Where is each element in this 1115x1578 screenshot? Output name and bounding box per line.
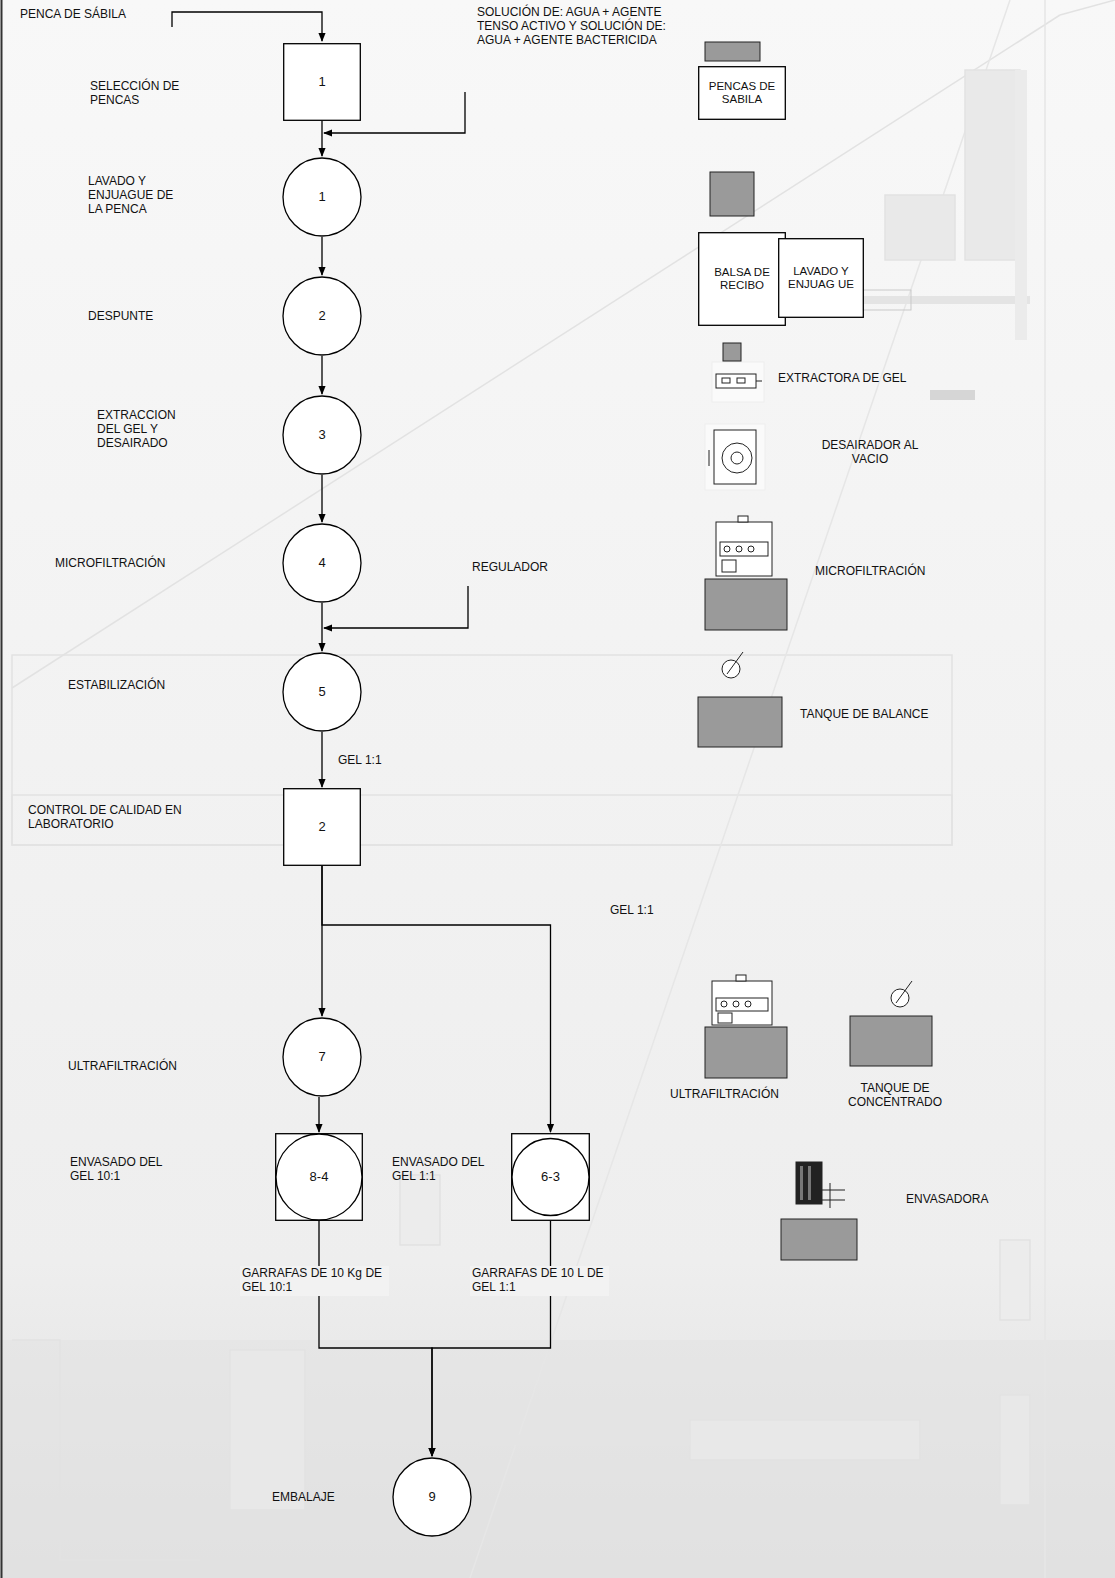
decor-lines [12, 0, 1115, 1578]
circle-outline [276, 1134, 362, 1220]
flow-arrow [321, 237, 322, 275]
flow-note: REGULADOR [472, 561, 592, 575]
step-number: 1 [318, 75, 325, 90]
step-label: ULTRAFILTRACIÓN [68, 1060, 218, 1074]
inspection-box: CONTROL DE CALIDAD EN LABORATORIO2 [283, 788, 361, 866]
flow-arrow [321, 603, 322, 651]
equipment-name: EXTRACTORA DE GEL [778, 372, 928, 386]
combined-operation: ENVASADO DEL GEL 10:18-4 [275, 1133, 363, 1221]
deaerator-icon [705, 424, 765, 490]
concentrate-tank-icon [850, 981, 932, 1066]
equipment-name: MICROFILTRACIÓN [815, 565, 965, 579]
step-label: MICROFILTRACIÓN [55, 557, 195, 571]
background-band [0, 1340, 1115, 1578]
extractor-icon [712, 343, 764, 402]
flow-arrow [318, 1097, 319, 1132]
input-lines [172, 12, 468, 628]
operation-circle: ULTRAFILTRACIÓN7 [282, 1017, 362, 1097]
circle-outline [283, 653, 361, 731]
flow-arrow [321, 475, 322, 522]
step-label: ENVASADO DEL GEL 10:1 [70, 1156, 178, 1184]
step-number: 8-4 [310, 1170, 329, 1185]
operation-circle: EXTRACCION DEL GEL Y DESAIRADO3 [282, 395, 362, 475]
step-number: 6-3 [541, 1170, 560, 1185]
page-border [1, 0, 3, 1578]
equipment-box: BALSA DE RECIBO [698, 232, 786, 326]
square-outline [276, 1134, 363, 1221]
rect-outline [699, 67, 786, 120]
flow-arrow [321, 356, 322, 394]
step-label: EXTRACCION DEL GEL Y DESAIRADO [97, 409, 192, 450]
inspection-box: SELECCIÓN DE PENCAS1 [283, 43, 361, 121]
flow-note: GARRAFAS DE 10 L DE GEL 1:1 [470, 1266, 609, 1296]
equipment-label: BALSA DE RECIBO [698, 263, 786, 295]
step-number: 5 [318, 685, 325, 700]
equipment-icons [698, 42, 932, 1260]
balance-tank-icon [698, 652, 782, 747]
circle-outline [283, 396, 361, 474]
flow-note: PENCA DE SÁBILA [20, 8, 170, 22]
square-outline [512, 1134, 590, 1221]
circle-outline [393, 1458, 471, 1536]
step-number: 1 [318, 190, 325, 205]
step-label: CONTROL DE CALIDAD EN LABORATORIO [28, 804, 188, 832]
rect-outline [699, 233, 786, 326]
equipment-name: ULTRAFILTRACIÓN [670, 1088, 810, 1102]
step-number: 7 [318, 1050, 325, 1065]
operation-circle: EMBALAJE9 [392, 1457, 472, 1537]
operation-circle: MICROFILTRACIÓN4 [282, 523, 362, 603]
filler-icon [781, 1162, 857, 1260]
flow-arrow [322, 866, 551, 1132]
flow-arrow [321, 732, 322, 787]
operation-circle: LAVADO Y ENJUAGUE DE LA PENCA1 [282, 157, 362, 237]
step-number: 9 [428, 1490, 435, 1505]
circle-outline [283, 524, 361, 602]
operation-circle: DESPUNTE2 [282, 276, 362, 356]
equipment-box: LAVADO Y ENJUAG UE [778, 238, 864, 318]
circle-outline [512, 1139, 589, 1216]
microfilter-icon [705, 516, 787, 630]
step-label: ENVASADO DEL GEL 1:1 [392, 1156, 504, 1184]
rect-outline [284, 789, 361, 866]
combined-operation: ENVASADO DEL GEL 1:16-3 [511, 1133, 590, 1221]
ultrafilter-icon [705, 975, 787, 1078]
circle-outline [283, 158, 361, 236]
flow-arrow [321, 121, 322, 156]
equipment-name: TANQUE DE CONCENTRADO [840, 1082, 950, 1110]
circle-outline [283, 1018, 361, 1096]
sabila-icon [705, 42, 760, 61]
flow-arrow [432, 1221, 551, 1456]
edge-label: GEL 1:1 [336, 752, 384, 768]
step-label: ESTABILIZACIÓN [68, 679, 208, 693]
circle-outline [283, 277, 361, 355]
equipment-label: LAVADO Y ENJUAG UE [778, 262, 864, 294]
step-label: SELECCIÓN DE PENCAS [90, 80, 202, 108]
step-number: 2 [318, 309, 325, 324]
flow-note: GEL 1:1 [610, 904, 690, 918]
rect-outline [284, 44, 361, 121]
flow-arrow [319, 1221, 432, 1456]
wash-rack [856, 290, 911, 310]
step-label: LAVADO Y ENJUAGUE DE LA PENCA [88, 175, 188, 216]
equipment-label: PENCAS DE SABILA [698, 77, 786, 109]
rect-outline [779, 239, 864, 318]
equipment-box: PENCAS DE SABILA [698, 66, 786, 120]
washer-icon [710, 172, 754, 216]
equipment-name: DESAIRADOR AL VACIO [815, 439, 925, 467]
step-number: 4 [318, 556, 325, 571]
operation-circle: ESTABILIZACIÓN5 [282, 652, 362, 732]
step-number: 3 [318, 428, 325, 443]
step-number: 2 [318, 820, 325, 835]
equipment-name: TANQUE DE BALANCE [800, 708, 950, 722]
step-label: EMBALAJE [272, 1491, 382, 1505]
flow-note: SOLUCIÓN DE: AGUA + AGENTE TENSO ACTIVO … [477, 6, 687, 47]
flow-note: GARRAFAS DE 10 Kg DE GEL 10:1 [240, 1266, 389, 1296]
equipment-name: ENVASADORA [906, 1193, 1026, 1207]
step-label: DESPUNTE [88, 310, 208, 324]
